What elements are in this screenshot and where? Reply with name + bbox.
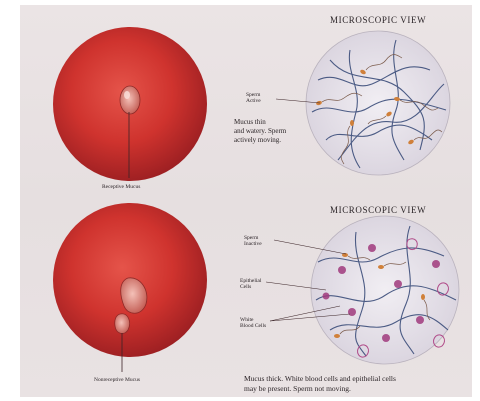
epithelial-label-line2: Cells <box>240 284 251 290</box>
bottom-note-line1: Mucus thick. White blood cells and epith… <box>244 374 396 384</box>
white-blood-cell <box>323 293 330 300</box>
nonreceptive-cervix <box>53 203 207 372</box>
white-blood-cell <box>432 260 440 268</box>
white-cells-label-line2: Blood Cells <box>240 323 266 329</box>
receptive-mucus-caption: Receptive Mucus <box>102 184 140 190</box>
bottom-heading: MICROSCOPIC VIEW <box>330 205 426 215</box>
sperm-inactive-label-line2: Inactive <box>244 241 262 247</box>
nonreceptive-microscopic-view <box>266 216 459 364</box>
sperm-active-label-line2: Active <box>246 98 261 104</box>
white-blood-cell <box>394 280 402 288</box>
receptive-microscopic-view <box>276 31 450 175</box>
receptive-cervix <box>53 27 207 181</box>
bottom-note-line2: may be present. Sperm not moving. <box>244 384 351 394</box>
nonreceptive-mucus-caption: Nonreceptive Mucus <box>94 377 140 383</box>
top-note-line2: and watery. Sperm <box>234 127 286 136</box>
white-blood-cell <box>348 308 356 316</box>
white-blood-cell <box>382 334 390 342</box>
top-note-line1: Mucus thin <box>234 118 266 127</box>
white-blood-cell <box>416 316 424 324</box>
receptive-mucus-drop <box>120 86 140 114</box>
white-blood-cell <box>338 266 346 274</box>
top-note-line3: actively moving. <box>234 136 281 145</box>
top-heading: MICROSCOPIC VIEW <box>330 15 426 25</box>
white-blood-cell <box>368 244 376 252</box>
